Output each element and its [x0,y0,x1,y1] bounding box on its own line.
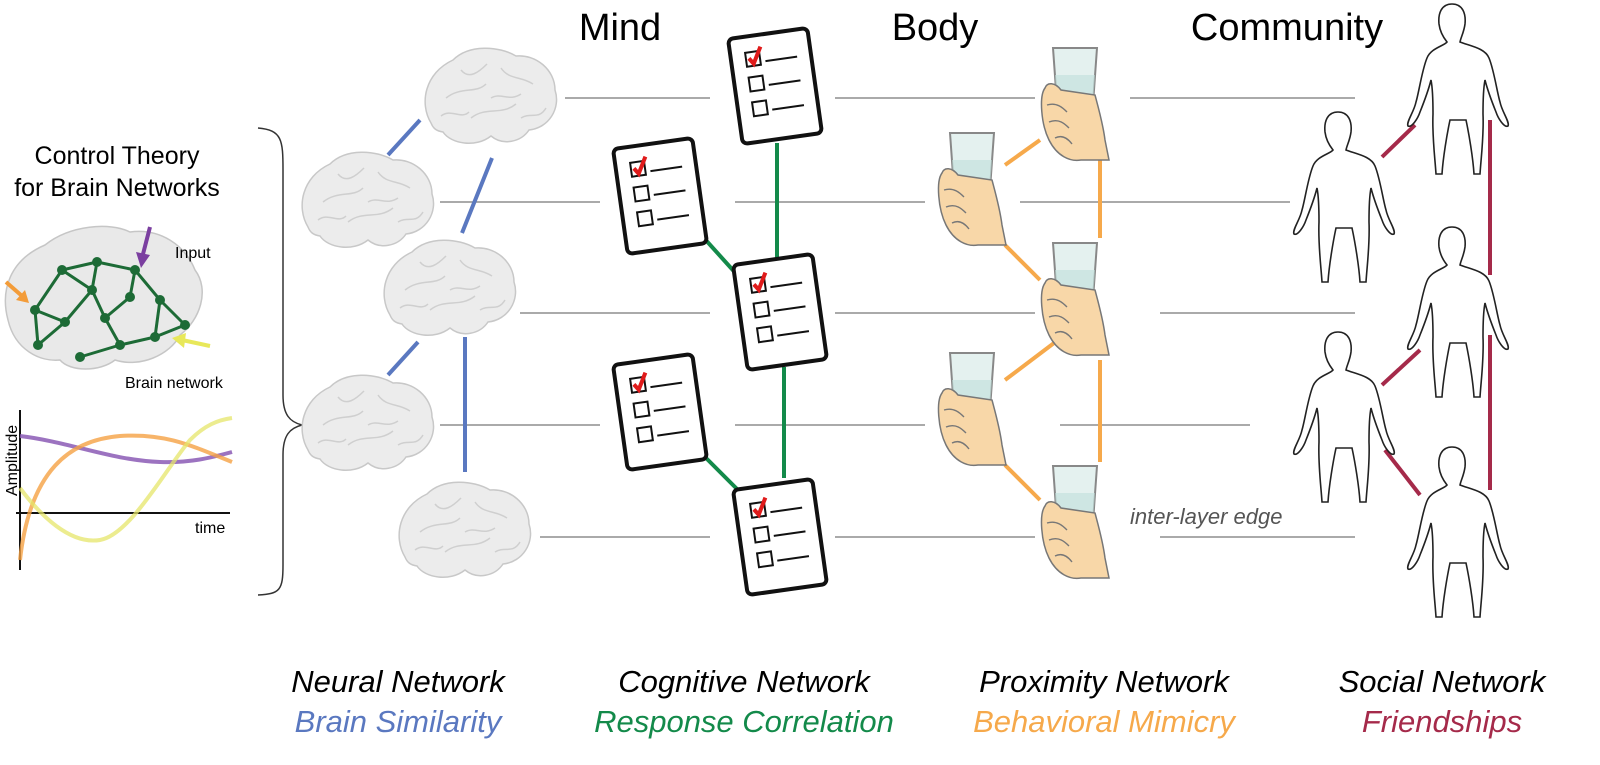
person-silhouette-icon [1406,446,1510,618]
caption-proximity-network: Proximity Network [979,664,1230,699]
caption-response-correlation: Response Correlation [594,704,894,739]
amplitude-axis-label: Amplitude [4,425,21,496]
caption-brain-similarity: Brain Similarity [295,704,504,739]
checklist-icon [731,251,829,373]
brain-icon [301,374,435,471]
proximity-network-edges [1003,138,1102,502]
hand-with-glass-icon [1040,465,1110,580]
hand-with-glass-icon [1040,242,1110,357]
checklist-icon [731,476,829,598]
input-label: Input [175,245,211,262]
purple-curve [19,434,233,465]
yellow-curve [18,416,233,543]
orange-curve [18,433,233,561]
brain-icon [301,151,435,248]
header-mind: Mind [579,7,661,49]
caption-friendships: Friendships [1362,704,1522,739]
brain-icon [398,481,532,578]
checklist-icon [611,351,709,473]
hand-with-glass-icon [937,132,1007,247]
brain-network-label: Brain network [125,375,224,392]
input-arrow-icon [4,226,211,348]
amplitude-time-plot [16,410,233,570]
inter-layer-edges [440,97,1355,538]
inter-layer-edge-label: inter-layer edge [1130,504,1282,529]
caption-behavioral-mimicry: Behavioral Mimicry [973,704,1237,739]
social-network-edges [1380,120,1492,497]
person-silhouette-icon [1406,3,1510,175]
control-theory-title-line1: Control Theory [35,142,200,170]
time-axis-label: time [195,520,225,537]
header-community: Community [1191,7,1383,49]
checklist-icon [611,135,709,257]
hand-with-glass-icon [937,352,1007,467]
person-silhouette-icon [1292,111,1396,283]
person-silhouette-icon [1406,226,1510,398]
neural-network-edges [386,118,494,472]
caption-cognitive-network: Cognitive Network [618,664,871,699]
person-silhouette-icon [1292,331,1396,503]
brain-icon [424,47,558,144]
checklist-icon [726,25,824,147]
caption-neural-network: Neural Network [291,664,506,699]
brain-icon [383,239,517,336]
header-body: Body [892,7,979,49]
caption-social-network: Social Network [1339,664,1547,699]
brain-network-icon [4,225,211,370]
hand-with-glass-icon [1040,47,1110,162]
control-theory-title-line2: for Brain Networks [14,174,220,202]
bracket [257,127,303,596]
